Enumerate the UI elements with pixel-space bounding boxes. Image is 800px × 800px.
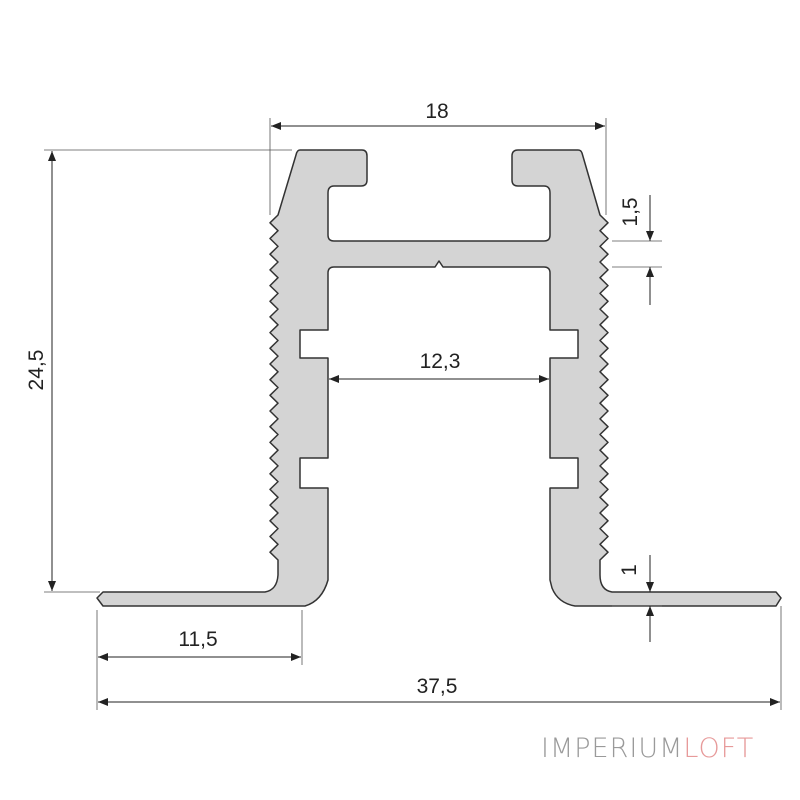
- dimension-label: 12,3: [420, 350, 461, 373]
- dimension-label: 18: [425, 100, 448, 123]
- dimension-crossbar-thickness: 1,5: [612, 195, 662, 305]
- imperiumloft-logo: IMPERIUMLOFT: [541, 733, 755, 764]
- dimension-inner-width: 12,3: [329, 350, 549, 383]
- dimension-label: 24,5: [25, 350, 48, 391]
- dimension-top-width: 18: [269, 100, 607, 215]
- dimension-label: 1,5: [619, 197, 642, 226]
- dimension-flange-thickness: 1: [612, 555, 662, 642]
- dimension-label: 37,5: [417, 675, 458, 698]
- dimension-total-width: 37,5: [98, 606, 782, 710]
- aluminium-profile-section: [96, 149, 782, 607]
- dimension-flange-width: 11,5: [96, 610, 303, 710]
- dimension-label: 1: [618, 564, 641, 576]
- dimension-height: 24,5: [25, 149, 292, 593]
- dimension-label: 11,5: [178, 628, 217, 651]
